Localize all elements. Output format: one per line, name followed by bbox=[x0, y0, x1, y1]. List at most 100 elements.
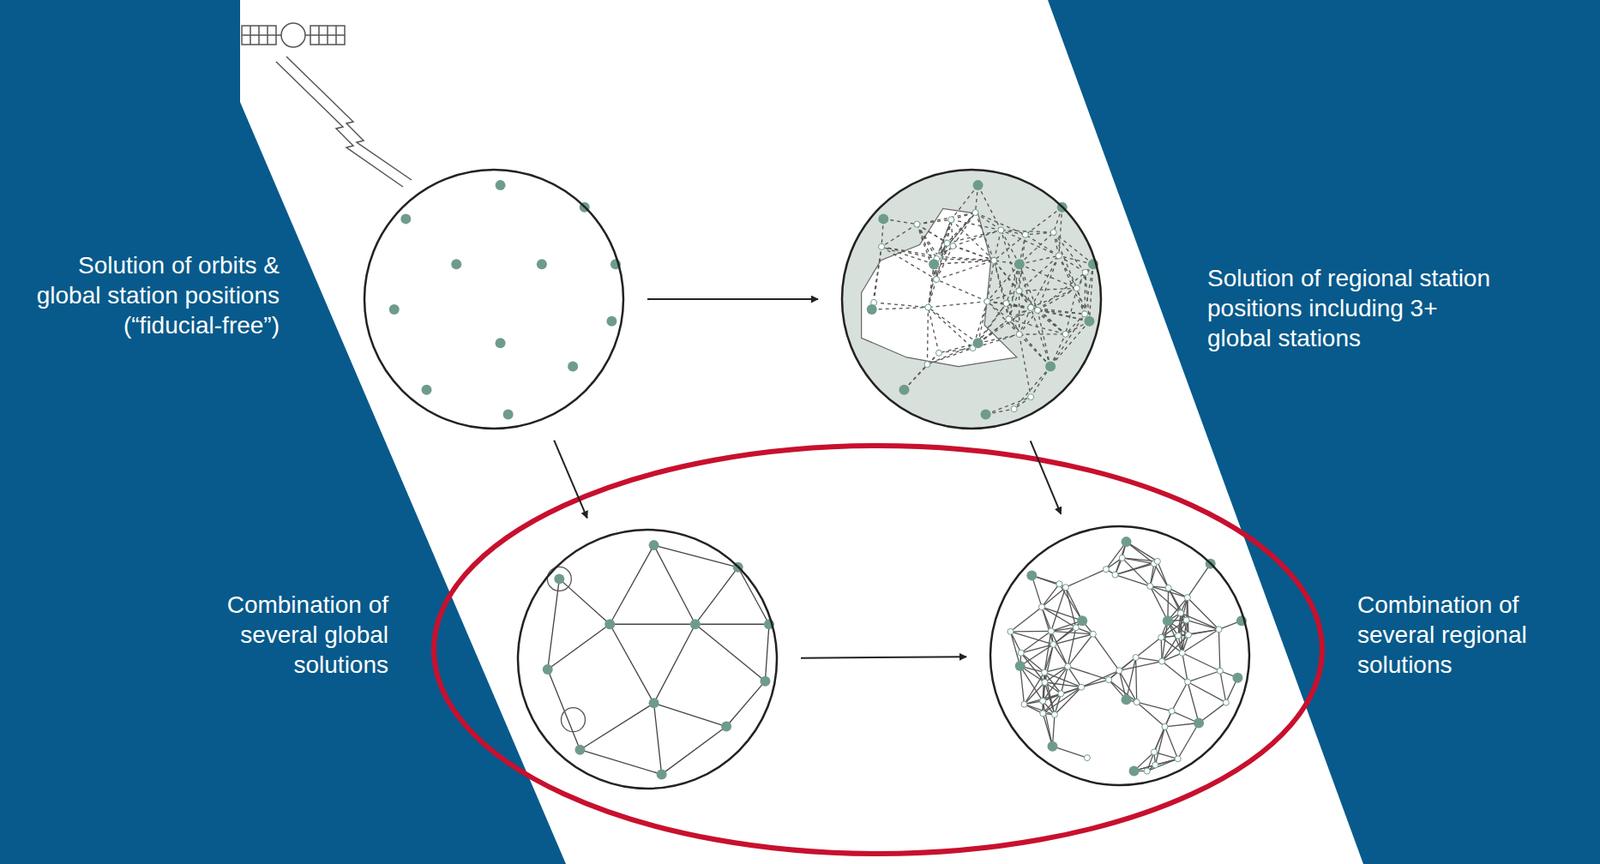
station-dot bbox=[1162, 615, 1173, 626]
baseline-line bbox=[695, 624, 770, 626]
station-dot bbox=[1129, 765, 1140, 776]
station-dot bbox=[914, 221, 921, 228]
baseline-line bbox=[1019, 310, 1038, 335]
baseline-line bbox=[950, 219, 953, 247]
baseline-line bbox=[1058, 207, 1063, 257]
station-dot bbox=[1005, 316, 1012, 323]
baseline-line bbox=[1182, 629, 1220, 654]
station-dot bbox=[536, 258, 548, 270]
baseline-line bbox=[1058, 255, 1077, 289]
station-dot bbox=[1132, 655, 1139, 662]
baseline-line bbox=[993, 229, 1001, 260]
baseline-line bbox=[972, 334, 1019, 349]
baseline-line bbox=[1187, 682, 1227, 704]
globe-drawing bbox=[364, 169, 624, 429]
region-outline bbox=[861, 208, 1017, 367]
baseline-line bbox=[1187, 671, 1221, 683]
station-dot bbox=[1102, 566, 1109, 573]
baseline-line bbox=[1019, 333, 1066, 336]
station-dot bbox=[1026, 570, 1037, 581]
baseline-line bbox=[986, 260, 994, 302]
station-dot bbox=[574, 745, 585, 756]
baseline-line bbox=[1164, 727, 1178, 759]
baseline-line bbox=[972, 318, 1009, 349]
station-dot bbox=[604, 619, 615, 630]
station-dot bbox=[1143, 768, 1150, 775]
station-dot bbox=[1165, 584, 1172, 591]
baseline-line bbox=[1161, 636, 1179, 662]
globe-outline bbox=[842, 169, 1101, 429]
station-marker bbox=[547, 566, 572, 591]
station-dot bbox=[1051, 711, 1058, 718]
baseline-line bbox=[1160, 637, 1163, 662]
baseline-line bbox=[1147, 758, 1179, 771]
baseline-line bbox=[695, 624, 766, 681]
station-dot bbox=[1174, 756, 1181, 763]
station-dot bbox=[656, 769, 668, 780]
baseline-line bbox=[1149, 561, 1158, 587]
baseline-line bbox=[926, 307, 929, 366]
baseline-line bbox=[579, 750, 662, 776]
baseline-line bbox=[926, 342, 978, 365]
baseline-line bbox=[1122, 558, 1151, 587]
station-dot bbox=[421, 384, 432, 396]
flow-arrow bbox=[553, 440, 588, 519]
station-dot bbox=[649, 540, 660, 551]
region-fill bbox=[842, 169, 1101, 429]
baseline-line bbox=[1014, 366, 1051, 410]
globe-outline bbox=[517, 529, 777, 789]
baseline-line bbox=[1136, 657, 1163, 662]
station-dot bbox=[933, 276, 940, 283]
baseline-line bbox=[1019, 288, 1077, 291]
baseline-line bbox=[903, 353, 939, 391]
baseline-line bbox=[1044, 631, 1052, 673]
station-dot bbox=[606, 316, 617, 327]
station-dot bbox=[924, 361, 931, 368]
station-dot bbox=[1118, 554, 1125, 561]
baseline-line bbox=[936, 260, 994, 280]
baseline-line bbox=[609, 624, 654, 704]
baseline-line bbox=[1149, 586, 1168, 621]
station-dot bbox=[567, 361, 578, 373]
station-dot bbox=[1121, 694, 1132, 705]
station-dot bbox=[1022, 231, 1029, 238]
station-dot bbox=[1050, 641, 1057, 648]
baseline-line bbox=[873, 246, 882, 303]
baseline-line bbox=[974, 212, 994, 261]
baseline-line bbox=[1030, 307, 1051, 367]
baseline-line bbox=[873, 302, 928, 308]
baseline-line bbox=[938, 348, 973, 354]
baseline-line bbox=[1178, 629, 1219, 636]
baseline-line bbox=[1050, 321, 1089, 367]
baseline-line bbox=[1218, 629, 1220, 671]
station-dot bbox=[721, 721, 732, 733]
baseline-line bbox=[1019, 255, 1059, 291]
baseline-line bbox=[1051, 631, 1068, 667]
station-dot bbox=[1076, 615, 1088, 626]
baseline-line bbox=[1172, 682, 1189, 712]
station-dot bbox=[1216, 667, 1223, 674]
station-dot bbox=[991, 257, 998, 264]
station-dot bbox=[928, 258, 939, 270]
station-dot bbox=[1007, 628, 1014, 635]
baseline-line bbox=[1168, 588, 1187, 621]
station-dot bbox=[1083, 316, 1095, 327]
baseline-line bbox=[1053, 232, 1086, 273]
baseline-line bbox=[1065, 587, 1077, 628]
station-dot bbox=[878, 213, 889, 224]
station-dot bbox=[898, 384, 909, 396]
baseline-line bbox=[986, 396, 1032, 415]
baseline-line bbox=[936, 219, 951, 280]
baseline-line bbox=[1065, 587, 1083, 621]
baseline-line bbox=[927, 307, 973, 349]
baseline-line bbox=[547, 578, 560, 670]
baseline-line bbox=[1115, 541, 1127, 575]
station-dot bbox=[1154, 558, 1161, 565]
baseline-line bbox=[1050, 313, 1085, 367]
baseline-line bbox=[1136, 702, 1166, 728]
baseline-line bbox=[1182, 653, 1221, 672]
baseline-line bbox=[1037, 288, 1077, 311]
station-dot bbox=[1147, 583, 1154, 590]
baseline-line bbox=[1067, 634, 1094, 668]
station-dot bbox=[1062, 584, 1069, 591]
